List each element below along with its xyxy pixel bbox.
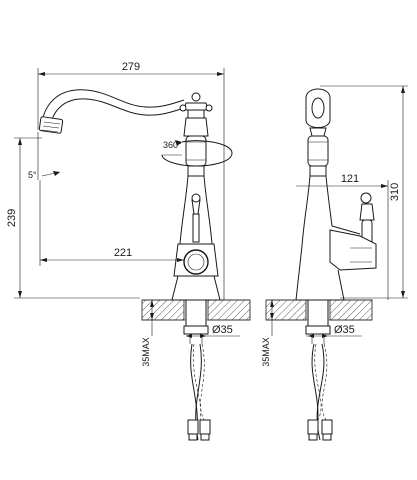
side-body — [294, 135, 377, 301]
rotation-indicator: 360° — [161, 140, 233, 167]
hole-diameter-front: Ø35 — [212, 324, 233, 336]
dim-239-label: 239 — [6, 209, 18, 227]
dim-279-label: 279 — [122, 61, 140, 73]
hole-diameter-side: Ø35 — [334, 324, 355, 336]
deck-thickness-front: 35MAX — [141, 337, 151, 367]
dim-310-label: 310 — [389, 183, 401, 201]
dimension-spout-reach: 279 — [37, 61, 225, 300]
deck-thickness-side: 35MAX — [261, 337, 271, 367]
tilt-label: 5° — [28, 170, 37, 180]
deck-side: Ø35 35MAX — [261, 299, 373, 441]
rotation-label: 360° — [163, 140, 182, 150]
side-spout-head — [305, 88, 331, 137]
dimension-spout-height: 239 — [6, 138, 140, 299]
faucet-body — [170, 92, 222, 301]
dimension-total-height: 310 — [320, 85, 408, 299]
dimension-handle-offset: 221 — [39, 180, 184, 266]
spout — [38, 89, 185, 134]
dim-121-label: 121 — [341, 173, 359, 185]
front-view: 279 — [6, 61, 251, 441]
dimension-tilt: 5° — [14, 132, 61, 180]
dimension-side-handle: 121 — [296, 173, 389, 300]
deck-front: Ø35 35MAX — [141, 299, 251, 441]
side-view: 310 121 — [261, 85, 408, 441]
dim-221-label: 221 — [114, 247, 132, 259]
